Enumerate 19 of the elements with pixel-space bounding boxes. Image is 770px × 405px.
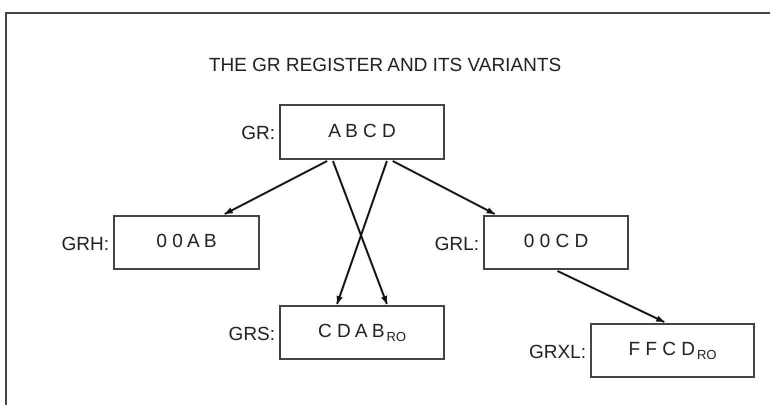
register-name: GRXL: <box>528 340 586 364</box>
register-value: C D A B$_{RO}$ <box>318 320 406 346</box>
register-box <box>483 215 629 270</box>
register-box <box>590 323 755 378</box>
arrow <box>557 270 665 323</box>
arrow <box>392 160 496 215</box>
register-name: GRL: <box>434 232 479 256</box>
register-value: 0 0 A B <box>156 230 217 254</box>
register-value: F F C D$_{RO}$ <box>628 338 716 364</box>
register-box <box>279 104 445 160</box>
register-value: A B C D <box>328 120 396 144</box>
register-name: GRS: <box>228 322 275 346</box>
register-name: GRH: <box>60 232 109 256</box>
arrow <box>224 160 328 215</box>
register-name: GR: <box>240 122 275 146</box>
register-value: 0 0 C D <box>524 230 588 254</box>
register-box <box>113 215 260 270</box>
diagram-title: THE GR REGISTER AND ITS VARIANTS <box>208 54 562 78</box>
register-box <box>279 305 445 360</box>
